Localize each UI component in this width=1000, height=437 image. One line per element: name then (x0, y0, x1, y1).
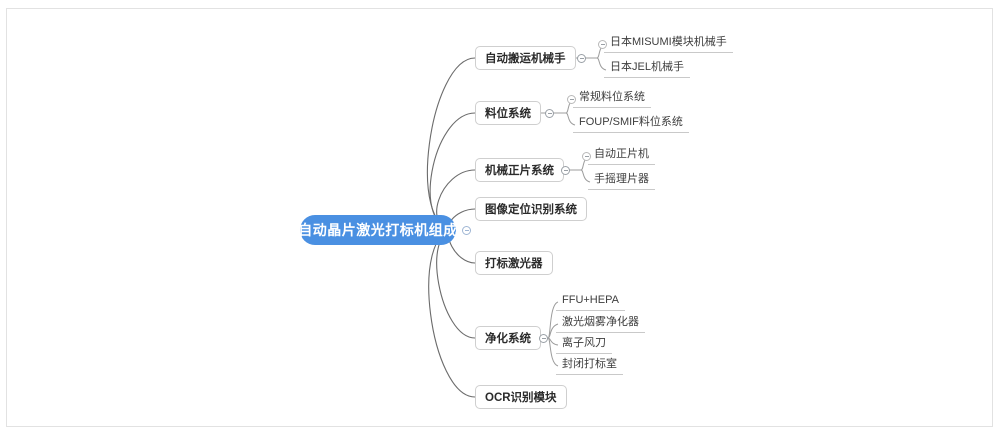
branch-node-mechanical-alignment-system[interactable]: 机械正片系统 (475, 158, 564, 182)
branch-node-label: 打标激光器 (485, 258, 543, 270)
branch-node-automatic-transfer-robot[interactable]: 自动搬运机械手 (475, 46, 576, 70)
branch-node-label: 图像定位识别系统 (485, 204, 577, 216)
leaf-node[interactable]: 日本MISUMI模块机械手 (604, 35, 733, 53)
leaf-node-label: FOUP/SMIF料位系统 (579, 116, 683, 128)
branch-node-label: 自动搬运机械手 (485, 53, 566, 65)
leaf-node[interactable]: FFU+HEPA (556, 293, 625, 311)
branch-node-level-system[interactable]: 料位系统 (475, 101, 541, 125)
branch-node-image-positioning-recognition-system[interactable]: 图像定位识别系统 (475, 197, 587, 221)
leaf-node-label: 激光烟雾净化器 (562, 316, 639, 328)
branch-node-ocr-recognition-module[interactable]: OCR识别模块 (475, 385, 567, 409)
branch-collapse-toggle-icon-1[interactable] (577, 54, 586, 63)
leaf-node-label: 封闭打标室 (562, 358, 617, 370)
branch-collapse-toggle-icon-2[interactable] (545, 109, 554, 118)
leaf-node-label: FFU+HEPA (562, 294, 619, 306)
leaf-group-toggle-icon-1[interactable] (598, 40, 607, 49)
branch-node-marking-laser[interactable]: 打标激光器 (475, 251, 553, 275)
leaf-node[interactable]: 封闭打标室 (556, 357, 623, 375)
branch-collapse-toggle-icon-3[interactable] (561, 166, 570, 175)
branch-node-purification-system[interactable]: 净化系统 (475, 326, 541, 350)
branch-collapse-toggle-icon-6[interactable] (539, 334, 548, 343)
branch-node-label: 净化系统 (485, 333, 531, 345)
leaf-node[interactable]: 自动正片机 (588, 147, 655, 165)
leaf-node[interactable]: FOUP/SMIF料位系统 (573, 115, 689, 133)
leaf-node-label: 离子风刀 (562, 337, 606, 349)
leaf-node[interactable]: 离子风刀 (556, 336, 612, 354)
leaf-node-label: 手摇理片器 (594, 173, 649, 185)
leaf-node[interactable]: 日本JEL机械手 (604, 60, 690, 78)
leaf-node[interactable]: 手摇理片器 (588, 172, 655, 190)
leaf-node-label: 自动正片机 (594, 148, 649, 160)
root-node[interactable]: 自动晶片激光打标机组成 (298, 215, 458, 245)
leaf-node-label: 日本JEL机械手 (610, 61, 684, 73)
root-node-label: 自动晶片激光打标机组成 (298, 222, 458, 238)
leaf-node[interactable]: 常规料位系统 (573, 90, 651, 108)
branch-node-label: OCR识别模块 (485, 392, 557, 404)
root-collapse-toggle-icon[interactable] (462, 226, 471, 235)
leaf-node[interactable]: 激光烟雾净化器 (556, 315, 645, 333)
leaf-node-label: 常规料位系统 (579, 91, 645, 103)
leaf-node-label: 日本MISUMI模块机械手 (610, 36, 727, 48)
leaf-group-toggle-icon-3[interactable] (582, 152, 591, 161)
branch-node-label: 料位系统 (485, 108, 531, 120)
leaf-group-toggle-icon-2[interactable] (567, 95, 576, 104)
branch-node-label: 机械正片系统 (485, 165, 554, 177)
